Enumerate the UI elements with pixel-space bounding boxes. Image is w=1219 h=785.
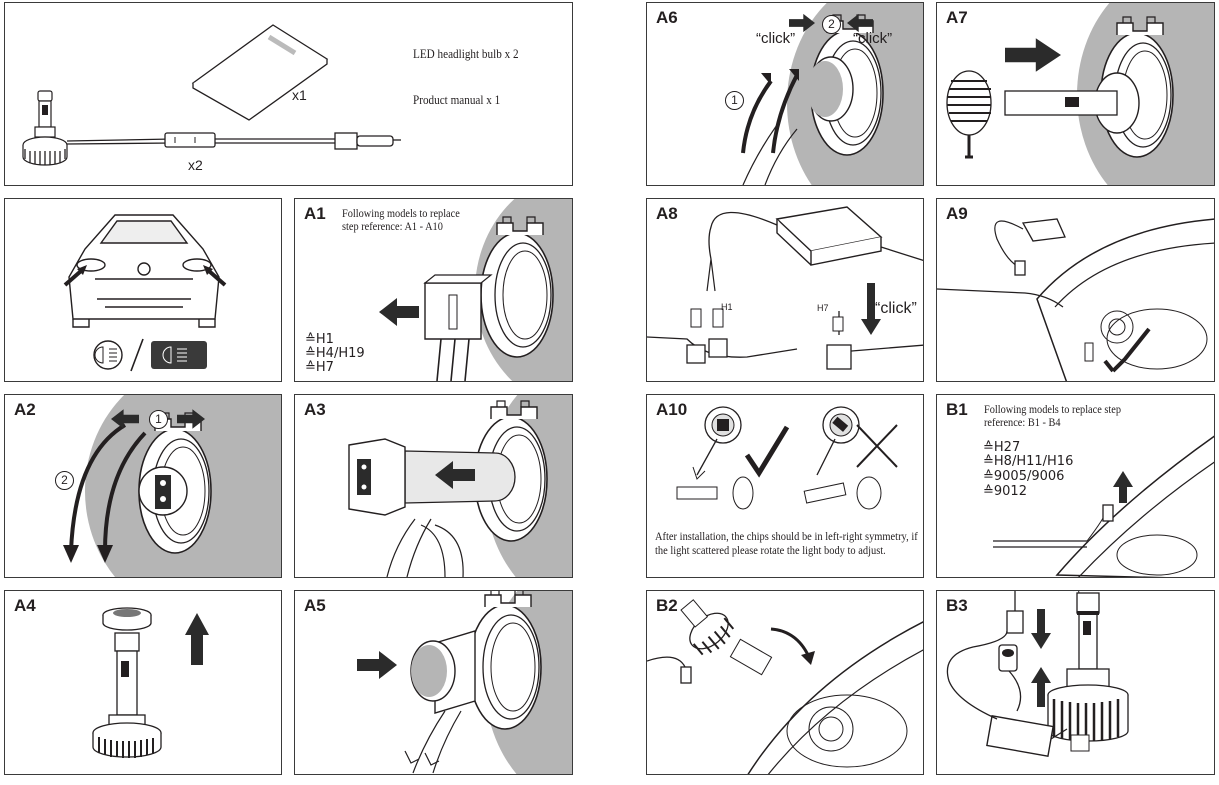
step-a8-label: A8	[656, 204, 678, 223]
manual-qty: x1	[292, 87, 307, 103]
step-a5-illustration	[357, 591, 572, 774]
step-a5-label: A5	[304, 596, 326, 615]
step-a1-panel: A1 Following models to replace step refe…	[294, 198, 573, 382]
step-b1-model-1: ≙H27	[983, 440, 1021, 455]
step-a1-label: A1	[304, 204, 326, 223]
step-a2-number-1: 1	[149, 410, 168, 429]
step-b1-illustration	[993, 435, 1214, 577]
step-a5-panel: A5	[294, 590, 573, 775]
step-a6-number-1: 1	[725, 91, 744, 110]
step-a8-h1-label: H1	[721, 302, 733, 312]
step-a6-panel: A6 2 1 “click” “click”	[646, 2, 924, 186]
step-a7-label: A7	[946, 8, 968, 27]
led-bulb-illustration	[22, 90, 68, 166]
step-a10-instructions: After installation, the chips should be …	[655, 529, 918, 557]
step-a2-number-2: 2	[55, 471, 74, 490]
low-beam-icon	[93, 340, 123, 370]
step-a8-click: “click”	[875, 300, 917, 317]
step-a6-click-right: “click”	[853, 30, 893, 47]
step-a7-panel: A7	[936, 2, 1215, 186]
step-b1-model-4: ≙9012	[983, 484, 1027, 499]
step-a1-model-2: ≙H4/H19	[305, 346, 365, 361]
step-a7-illustration	[946, 3, 1214, 185]
manual-illustration	[191, 24, 329, 121]
contents-illustration	[22, 24, 401, 166]
step-a8-illustration	[647, 206, 923, 370]
step-b2-label: B2	[656, 596, 678, 615]
step-a6-number-2: 2	[822, 15, 841, 34]
car-panel	[4, 198, 282, 382]
step-a10-label: A10	[656, 400, 688, 419]
step-a2-label: A2	[14, 400, 36, 419]
step-b1-note-line-2: reference: B1 - B4	[984, 415, 1061, 429]
contents-panel: LED headlight bulb x 2 Product manual x …	[4, 2, 573, 186]
step-b2-panel: B2	[646, 590, 924, 775]
step-a10-illustration	[676, 406, 898, 510]
bulb-label: LED headlight bulb x 2	[413, 46, 519, 61]
step-a3-label: A3	[304, 400, 326, 419]
step-a6-illustration	[741, 3, 923, 185]
step-a3-panel: A3	[294, 394, 573, 578]
step-a4-illustration	[92, 607, 209, 758]
step-b2-illustration	[647, 599, 923, 774]
step-b3-illustration	[946, 591, 1129, 757]
step-a6-label: A6	[656, 8, 678, 27]
step-a2-illustration	[63, 395, 281, 577]
step-a1-illustration	[379, 199, 572, 381]
step-a4-panel: A4	[4, 590, 282, 775]
step-b1-model-3: ≙9005/9006	[983, 469, 1065, 484]
step-a9-panel: A9	[936, 198, 1215, 382]
step-a3-illustration	[348, 395, 572, 577]
step-b3-label: B3	[946, 596, 968, 615]
step-b1-note-line-1: Following models to replace step	[984, 402, 1122, 416]
step-b3-panel: B3	[936, 590, 1215, 775]
step-a8-h7-label: H7	[817, 303, 829, 313]
step-b1-panel: B1 Following models to replace step refe…	[936, 394, 1215, 578]
step-a8-panel: A8 H1 H7 “click”	[646, 198, 924, 382]
step-a1-model-3: ≙H7	[305, 360, 334, 375]
step-a1-model-1: ≙H1	[305, 332, 334, 347]
kit-qty: x2	[188, 157, 203, 173]
step-a9-label: A9	[946, 204, 968, 223]
step-b1-model-2: ≙H8/H11/H16	[983, 454, 1074, 469]
car-illustration	[63, 214, 227, 372]
manual-label: Product manual x 1	[413, 92, 501, 107]
step-a10-panel: A10 After installation, the chips should…	[646, 394, 924, 578]
high-beam-icon	[151, 341, 207, 369]
step-b1-label: B1	[946, 400, 968, 419]
step-a1-note-line-2: step reference: A1 - A10	[342, 219, 443, 233]
step-a9-illustration	[937, 218, 1214, 381]
step-a1-note-line-1: Following models to replace	[342, 206, 460, 220]
step-a4-label: A4	[14, 596, 36, 615]
step-a6-click-left: “click”	[756, 30, 796, 47]
step-a2-panel: A2 1 2	[4, 394, 282, 578]
